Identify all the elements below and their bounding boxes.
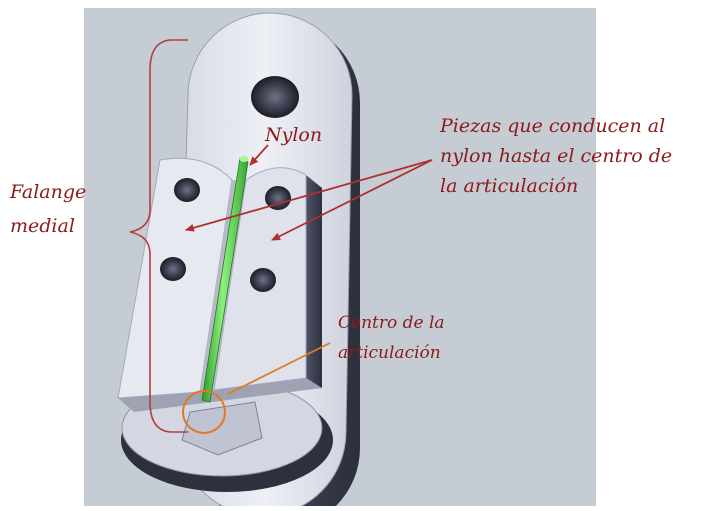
nylon-cord-tip (239, 156, 249, 162)
centro-label-line2: articulación (338, 343, 441, 363)
falange-label-line2: medial (10, 215, 75, 237)
screw-hole (160, 257, 186, 281)
joint-center-highlight (182, 390, 226, 434)
nylon-arrow (249, 144, 269, 166)
piezas-label-line3: la articulación (440, 175, 579, 197)
falange-bracket (129, 39, 188, 433)
centro-label-line1: Centro de la (338, 313, 445, 333)
falange-label-line1: Falange (10, 181, 87, 203)
screw-hole (250, 268, 276, 292)
piezas-label-line2: nylon hasta el centro de (440, 145, 673, 167)
guide-block-bottom-edge (118, 378, 322, 412)
piezas-label-line1: Piezas que conducen al (440, 115, 666, 137)
right-piece-arrow (271, 159, 433, 241)
screw-hole (265, 186, 291, 210)
top-hole (251, 76, 299, 118)
joint-hex-nut (181, 401, 263, 456)
screw-hole (174, 178, 200, 202)
nylon-label: Nylon (265, 124, 323, 146)
centro-pointer-line (227, 342, 331, 395)
left-piece-arrow (185, 159, 433, 232)
guide-block-side-face (306, 175, 322, 388)
